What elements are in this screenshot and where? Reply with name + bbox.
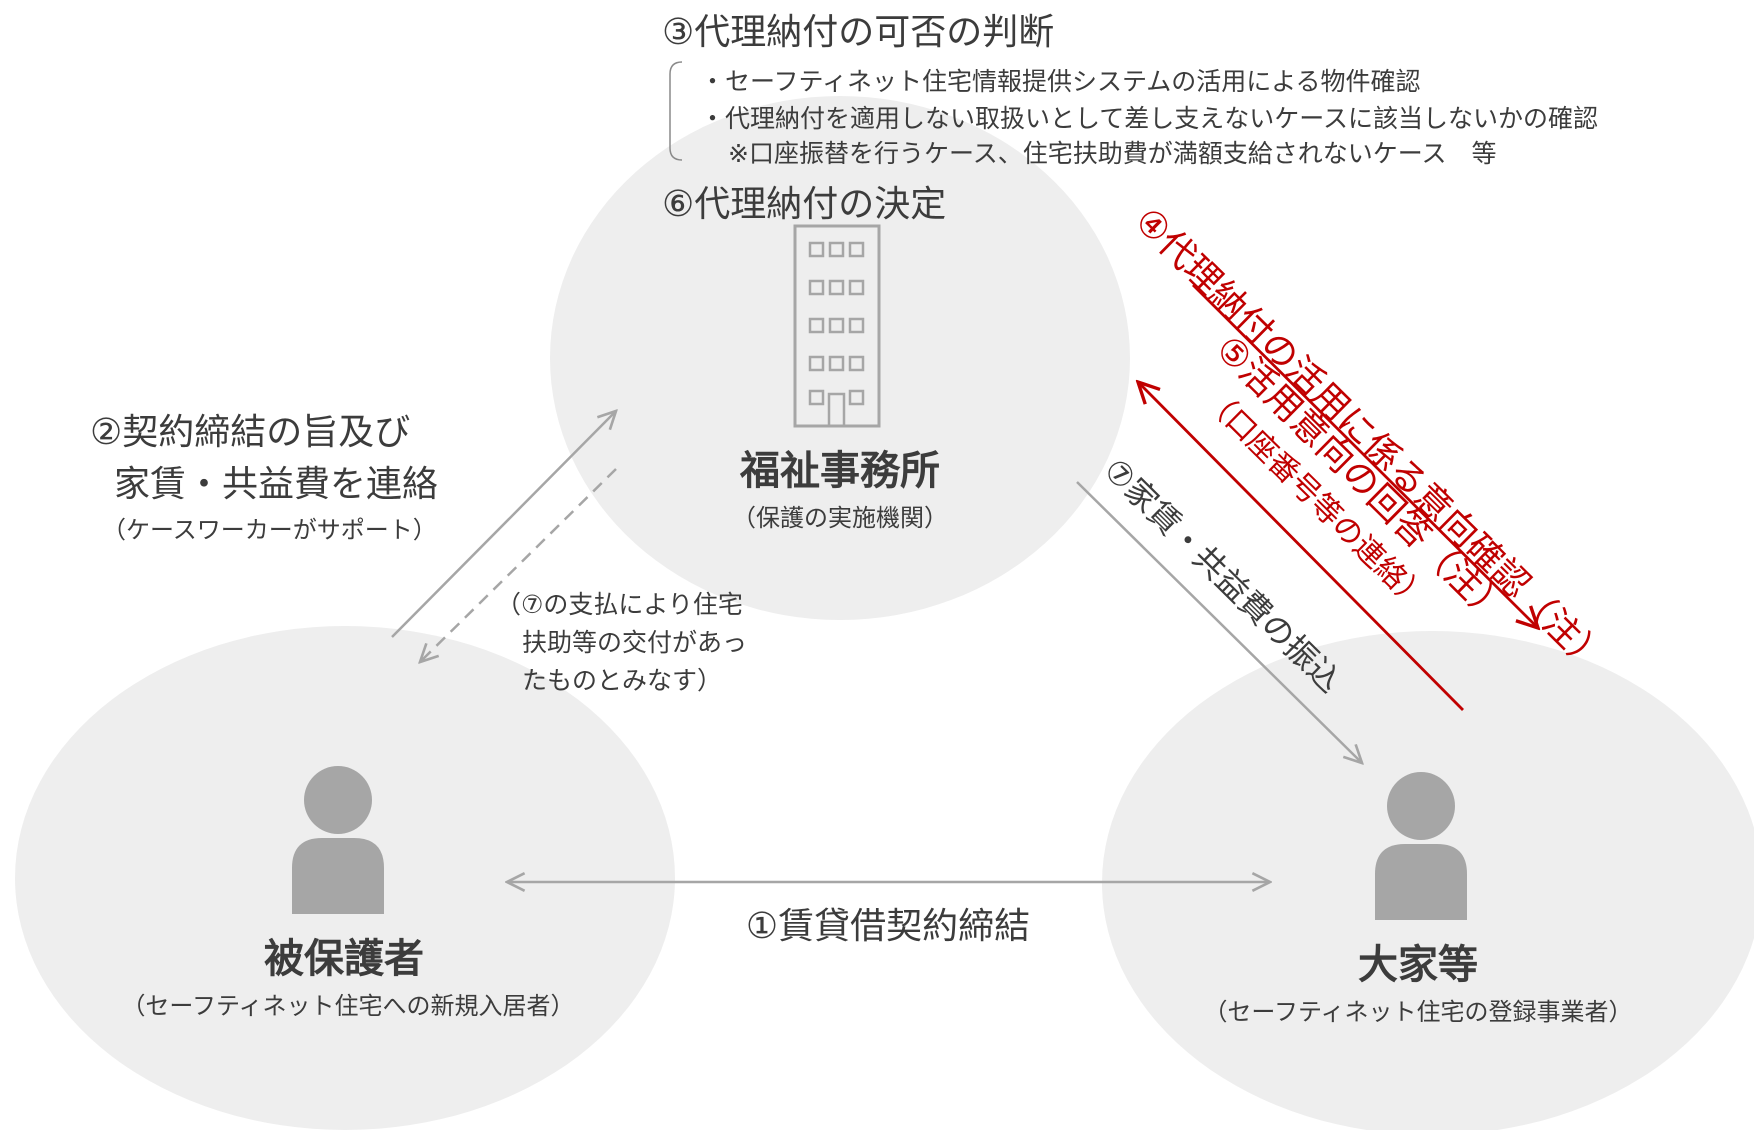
step2-line-3: （ケースワーカーがサポート）	[102, 516, 437, 544]
recipient-name: 被保護者	[264, 936, 424, 982]
step3-title: ③代理納付の可否の判断	[662, 12, 1054, 53]
building-icon	[793, 224, 881, 428]
step2-line-1: ②契約締結の旨及び	[90, 412, 410, 453]
step2-arrow	[391, 411, 616, 638]
person-icon	[1375, 772, 1467, 920]
step3-bullet-1: ・セーフティネット住宅情報提供システムの活用による物件確認	[700, 67, 1421, 96]
step7-dashed-arrow	[420, 468, 617, 662]
step5-arrow	[1138, 382, 1464, 711]
recipient-sub: （セーフティネット住宅への新規入居者）	[121, 992, 574, 1020]
step7-note-line-2: 扶助等の交付があっ	[522, 628, 747, 657]
step4-arrow	[1192, 284, 1538, 628]
landlord-name: 大家等	[1358, 942, 1478, 988]
person-icon	[292, 766, 384, 914]
welfare-office-name: 福祉事務所	[739, 448, 940, 494]
landlord-sub: （セーフティネット住宅の登録事業者）	[1203, 998, 1632, 1026]
step3-bracket	[669, 61, 683, 161]
step7-note-line-3: たものとみなす）	[522, 666, 722, 695]
step3-note: ※口座振替を行うケース、住宅扶助費が満額支給されないケース 等	[728, 139, 1496, 168]
step2-line-2: 家賃・共益費を連絡	[114, 464, 438, 505]
step6-title: ⑥代理納付の決定	[662, 184, 946, 225]
step7-note-line-1: （⑦の支払により住宅	[496, 590, 743, 619]
step1-label: ①賃貸借契約締結	[746, 906, 1030, 947]
welfare-office-sub: （保護の実施機関）	[732, 504, 948, 532]
step4-label: ④代理納付の活用に係る意向確認（注）	[1127, 200, 1615, 682]
step3-bullet-2: ・代理納付を適用しない取扱いとして差し支えないケースに該当しないかの確認	[700, 104, 1598, 133]
step7-arrow	[1076, 481, 1362, 763]
